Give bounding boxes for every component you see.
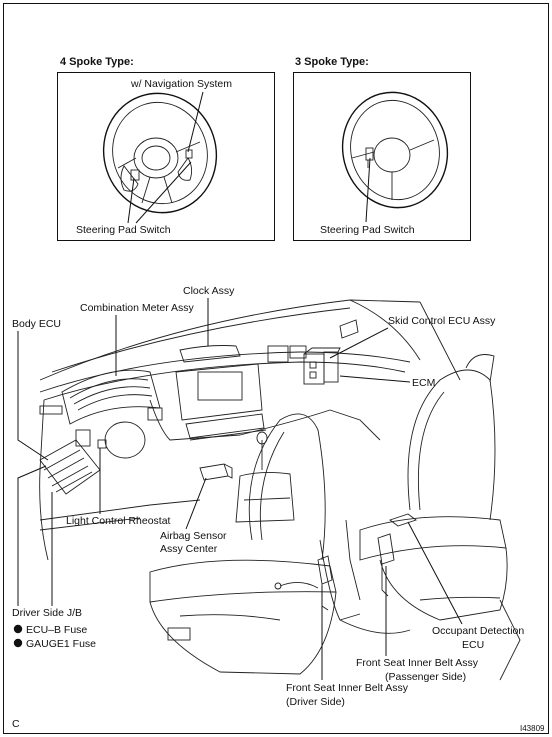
leader-pad-switch-4b: [135, 161, 192, 224]
leader-navigation: [187, 91, 204, 153]
three-spoke-title: 3 Spoke Type:: [295, 56, 369, 68]
label-pad-switch-4spoke: Steering Pad Switch: [76, 224, 171, 236]
leader-airbag-sensor: [185, 477, 207, 530]
label-belt-pass-2: (Passenger Side): [385, 671, 466, 683]
vehicle-interior-illustration: [39, 299, 521, 681]
label-driver-jb: Driver Side J/B: [12, 607, 82, 619]
leader-skid-control: [329, 327, 389, 359]
figure-id: I43809: [520, 724, 545, 733]
leader-ecm: [339, 375, 411, 383]
label-clock-assy: Clock Assy: [183, 285, 235, 297]
label-airbag-sensor-2: Assy Center: [160, 543, 218, 555]
label-belt-drv-1: Front Seat Inner Belt Assy: [286, 682, 409, 694]
label-belt-drv-2: (Driver Side): [286, 696, 345, 708]
three-spoke-steering-wheel: [341, 91, 449, 209]
leader-driver-jb: [17, 465, 47, 606]
label-ecm: ECM: [412, 377, 435, 389]
leader-pad-switch-3: [365, 157, 371, 223]
label-ecu-b-fuse: ECU–B Fuse: [26, 624, 87, 636]
label-gauge1-fuse: GAUGE1 Fuse: [26, 638, 96, 650]
three-spoke-panel: [293, 72, 471, 241]
label-navigation-system: w/ Navigation System: [130, 78, 232, 90]
leader-body-ecu: [17, 331, 49, 461]
four-spoke-title: 4 Spoke Type:: [60, 56, 134, 68]
page-border: [3, 3, 549, 734]
label-pad-switch-3spoke: Steering Pad Switch: [320, 224, 415, 236]
bullet-gauge1: [13, 638, 23, 648]
label-airbag-sensor-1: Airbag Sensor: [160, 530, 227, 542]
label-combination-meter: Combination Meter Assy: [80, 302, 195, 314]
leader-occupant: [407, 521, 463, 625]
corner-letter: C: [12, 718, 20, 730]
label-light-control: Light Control Rheostat: [66, 515, 171, 527]
label-belt-pass-1: Front Seat Inner Belt Assy: [356, 657, 479, 669]
four-spoke-steering-wheel: [102, 92, 218, 214]
label-occupant-1: Occupant Detection: [432, 625, 524, 637]
bullet-ecu-b: [13, 624, 23, 634]
label-skid-control: Skid Control ECU Assy: [388, 315, 496, 327]
four-spoke-panel: [57, 72, 275, 241]
label-occupant-2: ECU: [462, 639, 484, 651]
leader-pad-switch-4a: [127, 177, 135, 224]
label-body-ecu: Body ECU: [12, 318, 61, 330]
